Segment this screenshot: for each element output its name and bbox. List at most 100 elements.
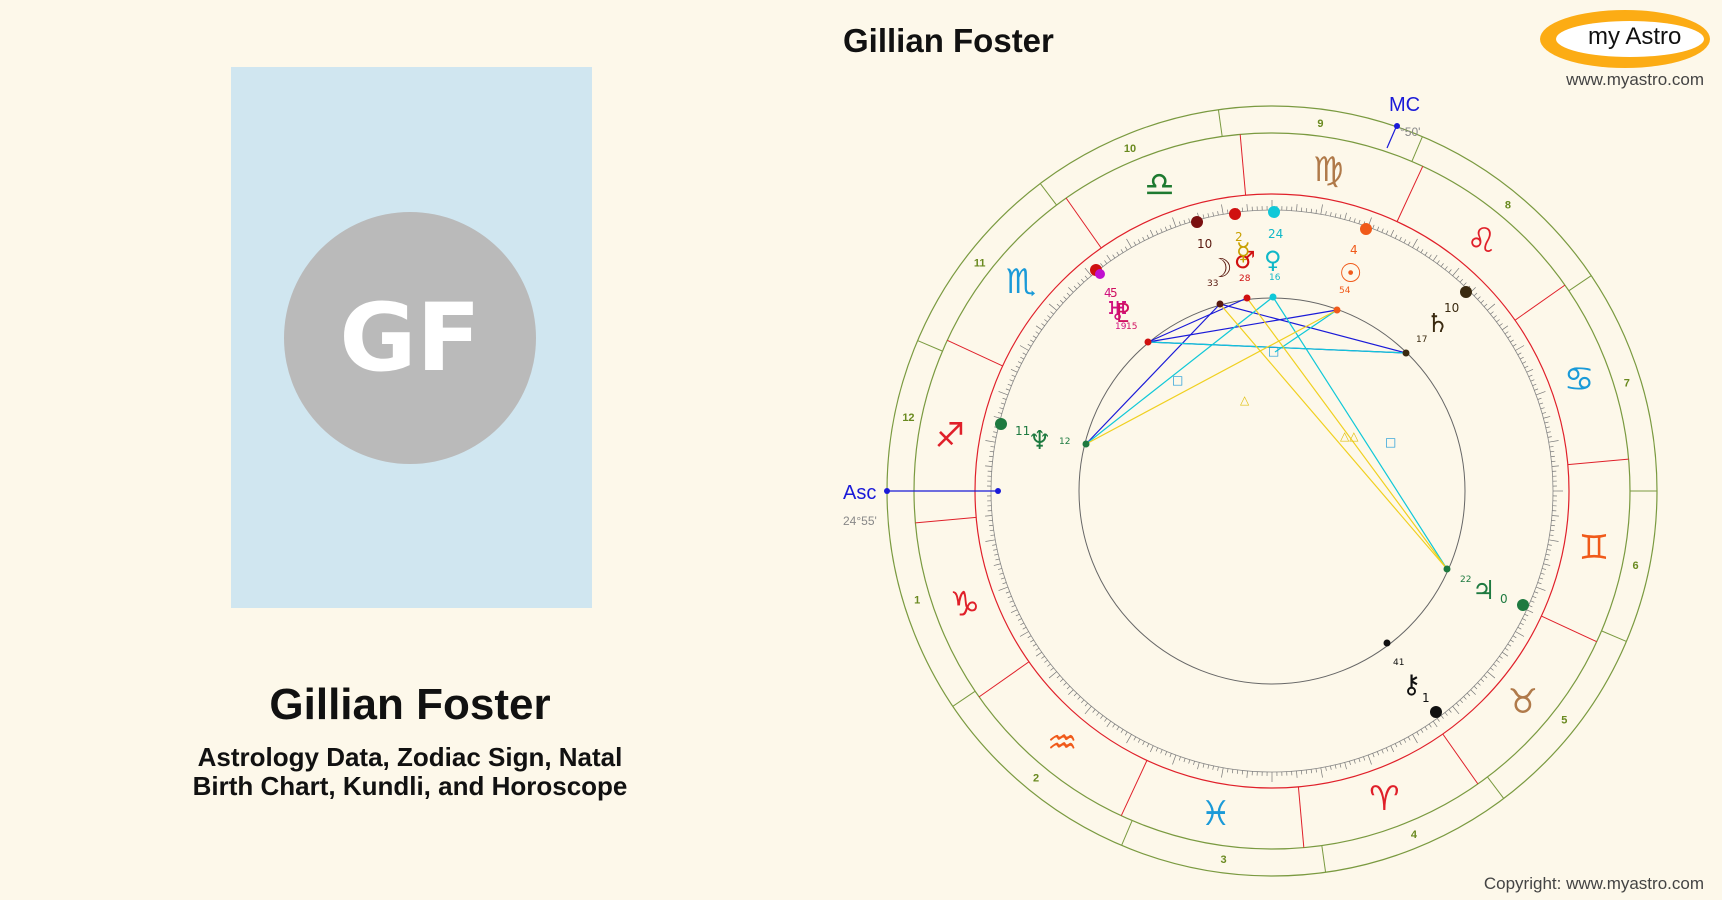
virgo-sign-glyph: ♍ <box>1313 150 1343 190</box>
degree-tick <box>1059 300 1064 304</box>
degree-tick <box>1424 726 1428 731</box>
degree-tick <box>1339 214 1342 219</box>
degree-tick <box>1543 416 1551 419</box>
sign-boundary-line <box>1120 760 1148 816</box>
house-number: 6 <box>1632 560 1638 572</box>
degree-tick <box>1227 209 1229 214</box>
degree-tick <box>1507 335 1512 339</box>
degree-tick <box>1056 303 1061 307</box>
degree-tick <box>1512 635 1517 639</box>
asc-label: Asc <box>843 482 876 504</box>
degree-tick <box>1499 655 1503 659</box>
sign-boundary-line <box>1239 134 1247 196</box>
degree-tick <box>1027 635 1032 639</box>
house-number: 12 <box>902 412 914 424</box>
myastro-logo[interactable]: my Astro <box>1540 10 1710 68</box>
degree-tick <box>1063 296 1067 300</box>
aspect-endpoint <box>1216 300 1224 308</box>
sun-dot <box>1360 223 1372 235</box>
degree-tick <box>1459 699 1463 704</box>
degree-tick <box>1009 379 1014 382</box>
degree-tick <box>1197 762 1200 770</box>
degree-tick <box>993 431 998 433</box>
house-number: 7 <box>1624 378 1630 390</box>
sun-minutes: 54 <box>1339 286 1351 296</box>
degree-tick <box>1048 671 1057 679</box>
pluto-dot <box>1095 269 1105 279</box>
degree-tick <box>1549 534 1554 536</box>
site-url[interactable]: www.myastro.com <box>1566 70 1704 89</box>
degree-tick <box>992 544 997 546</box>
degree-tick <box>1528 374 1533 378</box>
degree-tick <box>1030 339 1034 343</box>
degree-tick <box>1068 689 1074 695</box>
degree-tick <box>1296 770 1298 778</box>
degree-tick <box>1496 319 1500 323</box>
degree-tick <box>1032 335 1037 339</box>
degree-tick <box>1490 667 1494 671</box>
degree-tick <box>1416 731 1420 736</box>
degree-tick <box>1315 209 1317 214</box>
degree-tick <box>1100 263 1104 267</box>
degree-tick <box>1207 764 1210 769</box>
cancer-sign-glyph: ♋ <box>1564 360 1594 400</box>
aries-sign-glyph: ♈ <box>1369 779 1399 819</box>
degree-tick <box>1510 339 1514 343</box>
degree-tick <box>1133 736 1137 741</box>
degree-tick <box>1358 758 1361 763</box>
degree-tick <box>1172 754 1177 765</box>
degree-tick <box>998 391 1009 396</box>
mercury-glyph: ☿ <box>1236 238 1251 266</box>
degree-tick <box>1448 269 1452 273</box>
degree-tick <box>1106 720 1112 728</box>
degree-tick <box>1063 682 1067 686</box>
degree-tick <box>1126 734 1132 744</box>
degree-tick <box>1522 618 1527 621</box>
degree-tick <box>1456 702 1460 707</box>
degree-tick <box>1551 515 1559 517</box>
venus-degree: 24 <box>1268 227 1283 241</box>
aspect-lines <box>1085 296 1448 570</box>
gemini-sign-glyph: ♊ <box>1579 528 1609 568</box>
uranus-degree: 4 <box>1104 286 1112 300</box>
degree-tick <box>1048 303 1057 311</box>
degree-tick <box>1539 577 1544 580</box>
degree-tick <box>1547 544 1552 546</box>
sign-boundary-line <box>1396 166 1424 222</box>
pluto-minutes: 15 <box>1126 322 1137 332</box>
neptune-minutes: 12 <box>1059 437 1070 447</box>
degree-tick <box>1009 600 1014 603</box>
degree-tick <box>1330 765 1332 770</box>
degree-tick <box>1137 239 1141 244</box>
degree-tick <box>1432 254 1438 262</box>
degree-tick <box>1020 356 1025 360</box>
degree-tick <box>1007 595 1012 599</box>
degree-tick <box>1073 285 1078 290</box>
degree-tick <box>1385 747 1389 752</box>
degree-tick <box>1081 278 1085 283</box>
degree-tick <box>1066 292 1071 297</box>
degree-tick <box>1193 761 1195 766</box>
degree-tick <box>1412 238 1418 248</box>
degree-tick <box>1035 331 1040 335</box>
degree-tick <box>1011 604 1016 608</box>
moon-dot <box>1191 216 1203 228</box>
degree-tick <box>990 534 995 536</box>
degree-tick <box>998 586 1009 591</box>
degree-tick <box>1169 224 1172 229</box>
venus-minutes: 16 <box>1269 273 1281 283</box>
degree-tick <box>1027 343 1032 347</box>
degree-tick <box>1320 204 1323 215</box>
uranus-glyph: ♅ <box>1106 297 1129 327</box>
copyright-text: Copyright: www.myastro.com <box>1483 874 1704 893</box>
degree-tick <box>1133 241 1137 246</box>
sign-boundary-line <box>947 339 1003 367</box>
degree-tick <box>1330 212 1332 217</box>
degree-tick <box>1440 263 1444 267</box>
degree-tick <box>1428 254 1432 259</box>
degree-tick <box>1344 762 1347 770</box>
mc-label: MC <box>1389 94 1420 116</box>
aspect-symbols: □ □ □ △ △△ <box>1172 344 1396 449</box>
pluto-degree: 5 <box>1110 286 1118 300</box>
degree-tick <box>1483 303 1488 307</box>
